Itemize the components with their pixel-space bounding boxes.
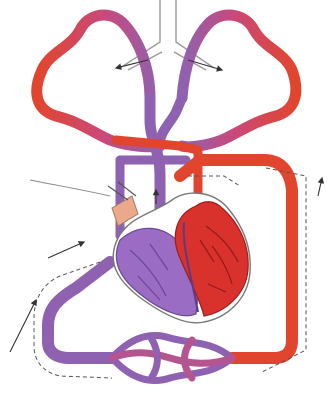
right-lung-loop	[182, 15, 296, 147]
heart	[108, 182, 250, 323]
inferior-vena-cava	[48, 262, 112, 358]
nerve-line	[30, 180, 110, 196]
arrow-icon	[10, 300, 36, 352]
arrow-icon	[48, 242, 84, 258]
arrow-icon	[318, 178, 322, 196]
capillary-bed	[112, 335, 232, 380]
left-lung-loop	[37, 15, 160, 147]
